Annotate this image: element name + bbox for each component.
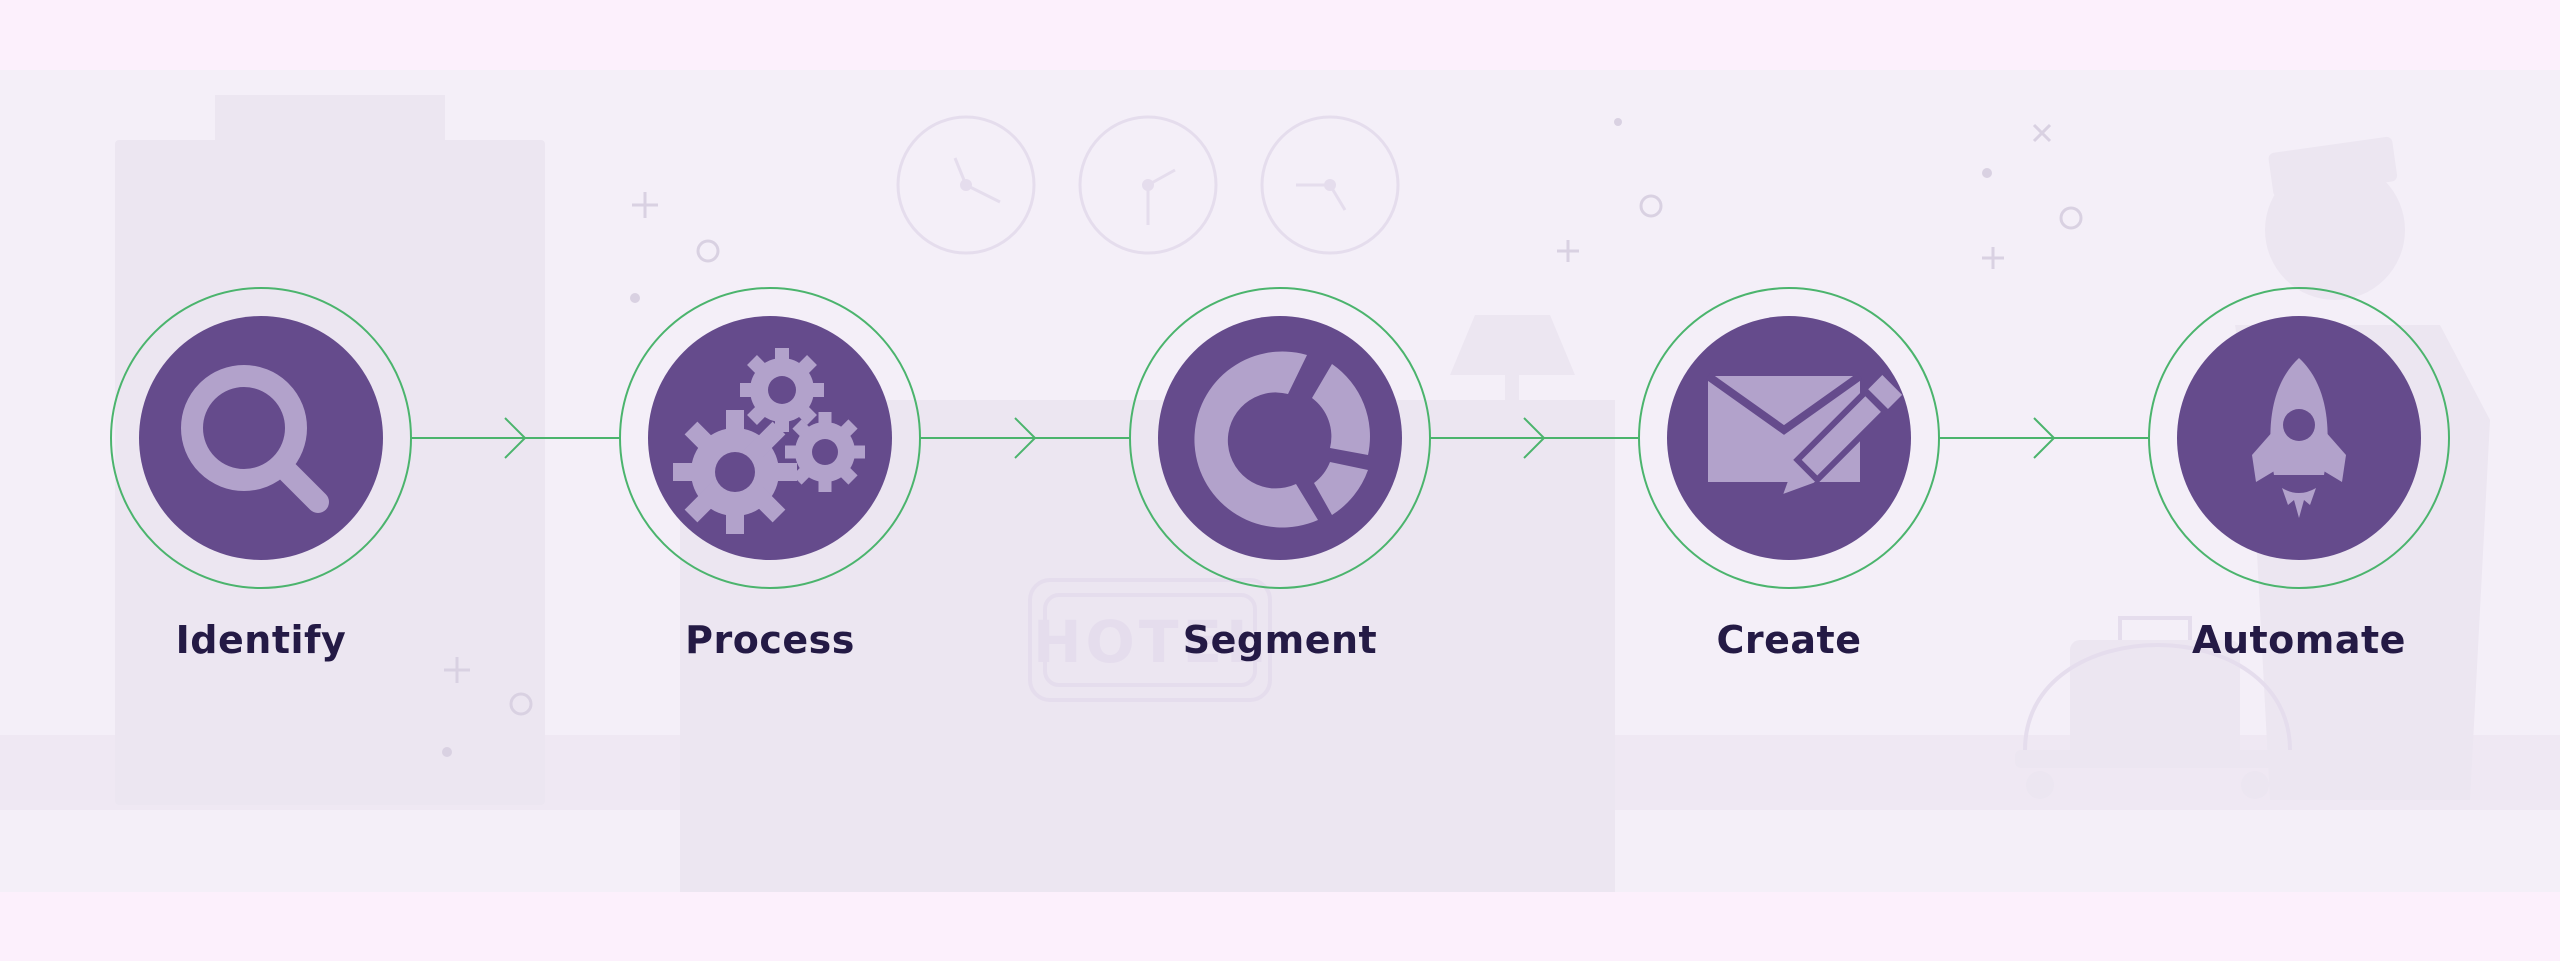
step-ring-segment: [1129, 287, 1431, 589]
hotel-sign: [1028, 578, 1272, 702]
bellhop-cap: [2268, 136, 2398, 198]
rocket-icon: [2252, 358, 2346, 518]
wall-clock: [1078, 115, 1218, 255]
background-illustration: HOTEL: [0, 95, 2560, 892]
envelope-pencil-icon: [1705, 372, 1903, 494]
hotel-sign-inner: [1043, 593, 1257, 687]
step-ring-automate: [2148, 287, 2450, 589]
connector-chevron: [504, 417, 527, 459]
wall-clock: [1260, 115, 1400, 255]
hotel-sign-text: HOTEL: [1033, 608, 1267, 676]
plus-decoration: [1982, 247, 2004, 269]
step-label-automate: Automate: [2192, 618, 2406, 662]
cart-wheel: [2241, 771, 2269, 799]
gears-icon: [673, 348, 865, 534]
bell-dome: [2023, 643, 2292, 751]
magnifying-glass-icon: [181, 365, 329, 513]
step-label-create: Create: [1716, 618, 1862, 662]
step-ring-process: [619, 287, 921, 589]
ring-decoration: [509, 692, 533, 716]
step-disc-identify: [139, 316, 383, 560]
lamp-stand: [1505, 375, 1519, 495]
step-label-segment: Segment: [1182, 618, 1378, 662]
luggage-handle: [2118, 616, 2192, 640]
donut-chart-icon: [1194, 351, 1370, 528]
cross-decoration: [2032, 123, 2052, 143]
cart-wheel: [2026, 771, 2054, 799]
ring-decoration: [2059, 206, 2083, 230]
lamp-shade: [1450, 315, 1575, 375]
luggage-bag: [2070, 640, 2240, 760]
step-ring-create: [1638, 287, 1940, 589]
connectors: [410, 417, 2150, 459]
step-ring-identify: [110, 287, 412, 589]
plus-decoration: [632, 192, 658, 218]
bellhop-head: [2265, 160, 2405, 300]
connector-chevron: [1523, 417, 1546, 459]
plus-decoration: [444, 657, 470, 683]
luggage-cart-base: [2015, 750, 2290, 768]
ring-decoration: [696, 239, 720, 263]
building-roof: [215, 95, 445, 155]
step-label-process: Process: [685, 618, 855, 662]
plus-decoration: [1557, 240, 1579, 262]
step-label-identify: Identify: [175, 618, 347, 662]
ring-decoration: [1639, 194, 1663, 218]
connector-chevron: [2033, 417, 2056, 459]
connector-chevron: [1014, 417, 1037, 459]
wall-clock: [896, 115, 1036, 255]
